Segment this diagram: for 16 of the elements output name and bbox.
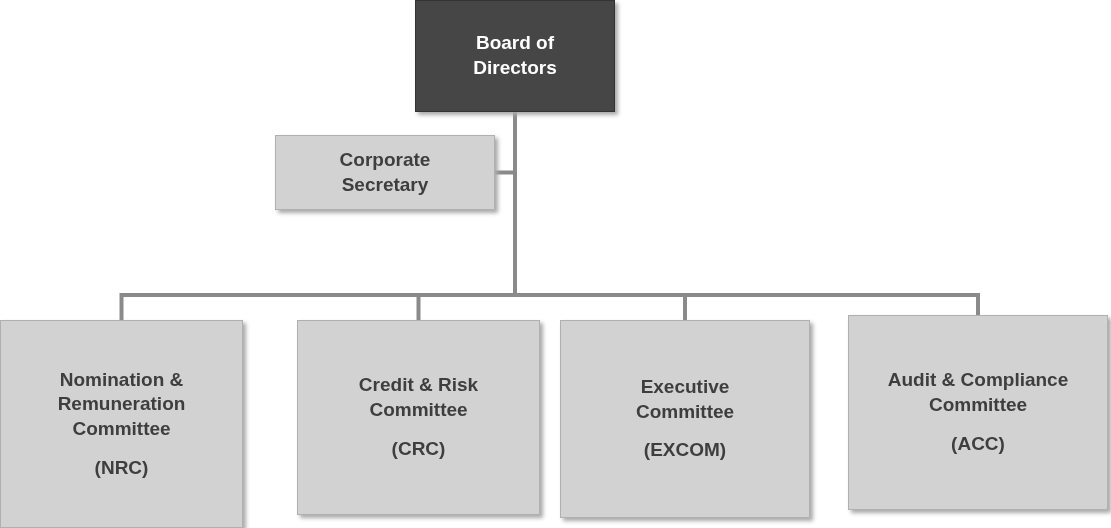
committee-box	[560, 320, 810, 518]
board-box	[415, 0, 615, 112]
node-title: Audit & Compliance Committee	[886, 368, 1070, 418]
node-abbreviation: (ACC)	[951, 431, 1005, 456]
committee-box	[275, 135, 495, 210]
node-title: Nomination & Remuneration Committee	[56, 367, 187, 441]
node-abbreviation: (EXCOM)	[643, 438, 727, 463]
committee-box	[848, 315, 1108, 510]
node-title: Executive Committee	[634, 374, 736, 424]
committee-box	[297, 320, 540, 515]
node-abbreviation: (NRC)	[94, 455, 149, 480]
node-abbreviation: (CRC)	[391, 436, 446, 461]
node-title: Credit & Risk Committee	[357, 373, 480, 423]
node-title: Board of Directors	[472, 31, 558, 80]
committee-box	[0, 320, 243, 528]
node-title: Corporate Secretary	[338, 147, 432, 197]
